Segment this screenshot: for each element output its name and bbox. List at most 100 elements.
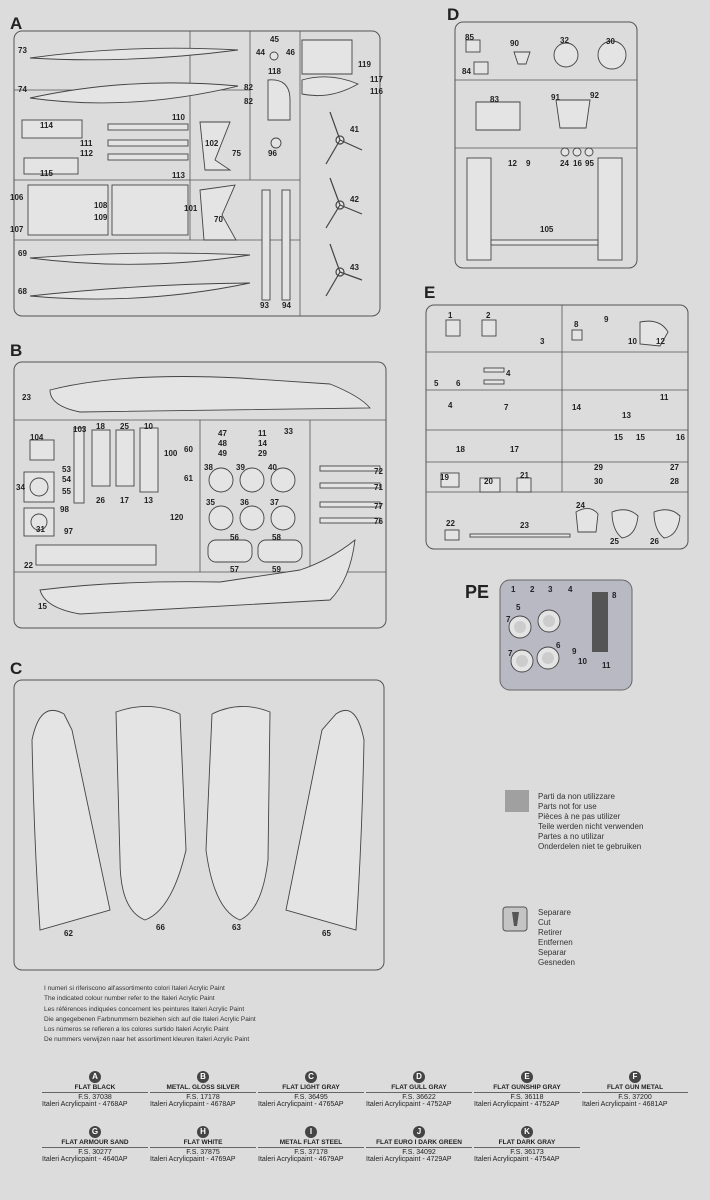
svg-text:1: 1 [448,311,453,320]
svg-text:94: 94 [282,301,291,310]
fs-code: F.S. 17178 [186,1094,220,1101]
svg-text:63: 63 [232,923,241,932]
svg-text:17: 17 [510,445,519,454]
sprue-a-label: A [10,14,23,33]
svg-text:120: 120 [170,513,184,522]
svg-text:119: 119 [358,60,371,69]
svg-text:22: 22 [24,561,33,570]
svg-text:7: 7 [508,649,513,658]
svg-text:118: 118 [268,67,281,76]
svg-text:9: 9 [572,647,577,656]
svg-text:24: 24 [576,501,585,510]
svg-text:13: 13 [622,411,631,420]
svg-text:82: 82 [244,83,253,92]
fs-code: F.S. 37200 [618,1094,652,1101]
svg-text:15: 15 [38,602,47,611]
sprue-d-label: D [447,5,460,24]
svg-text:36: 36 [240,498,249,507]
svg-text:43: 43 [350,263,359,272]
svg-text:7: 7 [504,403,509,412]
svg-text:113: 113 [172,171,185,180]
svg-text:84: 84 [462,67,471,76]
svg-text:31: 31 [36,525,45,534]
svg-text:115: 115 [40,169,53,178]
svg-text:20: 20 [484,477,493,486]
svg-text:109: 109 [94,213,108,222]
acrylic-paint-code: Italeri Acrylicpaint - 4752AP [366,1101,452,1108]
svg-text:24: 24 [560,159,569,168]
svg-text:10: 10 [578,657,587,666]
svg-text:53: 53 [62,465,71,474]
svg-text:23: 23 [22,393,31,402]
svg-text:111: 111 [80,139,93,148]
svg-text:117: 117 [370,75,383,84]
svg-text:29: 29 [258,449,267,458]
svg-text:1: 1 [511,585,516,594]
svg-text:107: 107 [10,225,24,234]
fs-code: F.S. 30277 [78,1149,112,1156]
fs-code: F.S. 34092 [402,1149,436,1156]
fs-code: F.S. 36118 [510,1094,544,1101]
svg-text:92: 92 [590,91,599,100]
svg-text:11: 11 [602,661,611,670]
fs-code: F.S. 36622 [402,1094,436,1101]
svg-text:28: 28 [670,477,679,486]
svg-text:42: 42 [350,195,359,204]
svg-text:26: 26 [96,496,105,505]
color-letter-badge: I [305,1126,317,1138]
svg-text:65: 65 [322,929,331,938]
svg-text:110: 110 [172,113,185,122]
svg-text:33: 33 [284,427,293,436]
acrylic-paint-code: Italeri Acrylicpaint - 4679AP [258,1156,344,1163]
svg-text:112: 112 [80,149,93,158]
svg-text:3: 3 [540,337,545,346]
svg-text:96: 96 [268,149,277,158]
svg-text:55: 55 [62,487,71,496]
svg-text:10: 10 [144,422,153,431]
fs-code: F.S. 37875 [186,1149,220,1156]
svg-text:11: 11 [660,393,669,402]
svg-text:19: 19 [440,473,449,482]
sprue-e-label: E [424,283,436,302]
svg-text:54: 54 [62,475,71,484]
svg-text:102: 102 [205,139,219,148]
svg-text:4: 4 [568,585,573,594]
svg-text:49: 49 [218,449,227,458]
svg-text:116: 116 [370,87,383,96]
color-name: Flat Euro I Dark Green [366,1139,472,1148]
acrylic-paint-code: Italeri Acrylicpaint - 4681AP [582,1101,668,1108]
svg-text:30: 30 [594,477,603,486]
svg-text:70: 70 [214,215,223,224]
svg-text:25: 25 [120,422,129,431]
svg-text:34: 34 [16,483,25,492]
svg-text:114: 114 [40,121,53,130]
svg-text:26: 26 [650,537,659,546]
svg-text:72: 72 [374,467,383,476]
svg-text:27: 27 [670,463,679,472]
acrylic-paint-code: Italeri Acrylicpaint - 4769AP [150,1156,236,1163]
acrylic-paint-code: Italeri Acrylicpaint - 4768AP [42,1101,128,1108]
svg-text:5: 5 [516,603,521,612]
svg-text:6: 6 [456,379,461,388]
svg-text:106: 106 [10,193,24,202]
svg-text:11: 11 [258,429,267,438]
svg-text:47: 47 [218,429,227,438]
svg-text:6: 6 [556,641,561,650]
svg-text:35: 35 [206,498,215,507]
svg-text:2: 2 [486,311,491,320]
color-letter-badge: H [197,1126,209,1138]
svg-text:77: 77 [374,502,383,511]
svg-text:13: 13 [144,496,153,505]
acrylic-paint-code: Italeri Acrylicpaint - 4752AP [474,1101,560,1108]
paint-reference-note: I numeri si riferiscono all'assortimento… [44,985,256,1044]
